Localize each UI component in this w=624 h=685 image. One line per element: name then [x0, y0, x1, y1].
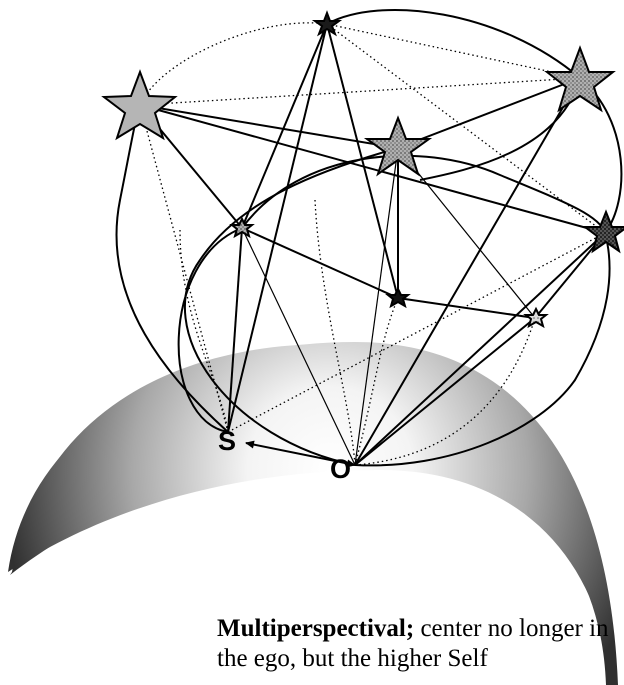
earth-body	[8, 342, 618, 685]
caption: Multiperspectival; center no longer in t…	[217, 614, 617, 674]
caption-line1-rest: center no longer in	[414, 615, 609, 642]
dotted-connections	[139, 22, 606, 466]
star-large-center	[363, 115, 433, 177]
subject-label: S	[218, 426, 236, 456]
stars	[101, 10, 624, 329]
star-small-right	[523, 306, 549, 329]
caption-bold: Multiperspectival;	[217, 615, 415, 642]
object-label: O	[330, 454, 351, 484]
star-right-edge	[582, 209, 624, 254]
caption-line2: the ego, but the higher Self	[217, 645, 488, 672]
star-large-left	[101, 69, 178, 141]
star-small-center	[385, 286, 411, 309]
star-small-top	[311, 10, 343, 37]
star-small-left	[229, 216, 255, 239]
thin-connections	[241, 147, 536, 466]
star-large-right	[544, 45, 616, 113]
solid-connections	[115, 9, 623, 468]
